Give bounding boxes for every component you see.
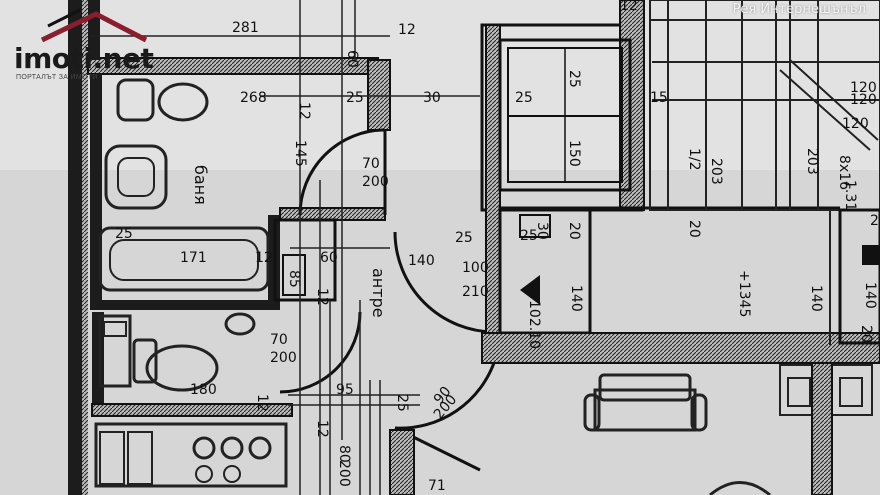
room-label-hall: антре: [369, 268, 388, 318]
dimension-label: 85: [286, 270, 302, 288]
agency-watermark: Рея Интернешънъл: [732, 2, 866, 17]
dimension-label: 71: [428, 478, 446, 494]
bathtub-fixture: [98, 226, 270, 292]
dimension-label: 20: [858, 325, 874, 343]
toilet-fixture: [145, 344, 219, 392]
dimension-label: 25: [515, 90, 533, 106]
logo-text: imoti.net: [14, 42, 154, 75]
dining-table: [583, 373, 771, 495]
dimension-label: 150: [566, 140, 582, 167]
outer-wall: [68, 0, 82, 495]
dimension-label: +1345: [736, 270, 752, 317]
door-swing: [298, 128, 386, 216]
dimension-label: 120: [850, 92, 877, 108]
dimension-label: 70: [270, 332, 288, 348]
dimension-label: 200: [362, 174, 389, 190]
dimension-label: 70: [362, 156, 380, 172]
dimension-label: 140: [408, 253, 435, 269]
dimension-label: 25: [566, 70, 582, 88]
wall: [485, 24, 501, 361]
dimension-label: 20: [686, 220, 702, 238]
dimension-label: 12: [255, 250, 273, 266]
dimension-label: 8x16: [836, 155, 852, 190]
door-swing: [394, 359, 497, 430]
dimension-label: 100: [462, 260, 489, 276]
staircase: [649, 0, 880, 345]
kitchen-counter: [94, 422, 288, 488]
toilet-fixture: [104, 144, 168, 210]
dimension-label: 12: [314, 288, 330, 306]
dimension-label: 25: [115, 226, 133, 242]
room-label-bath: баня: [191, 165, 210, 205]
dimension-label: 20: [566, 222, 582, 240]
dimension-label: 25: [346, 90, 364, 106]
dimension-label: 1.31: [842, 180, 858, 211]
dimension-label: 15: [650, 90, 668, 106]
dimension-label: 140: [862, 282, 878, 309]
dimension-label: 60: [344, 50, 360, 68]
dimension-label: 25: [520, 228, 538, 244]
dimension-label: 140: [808, 285, 824, 312]
sink-fixture: [157, 82, 209, 122]
dimension-label: 145: [292, 140, 308, 167]
dimension-label: 12: [398, 22, 416, 38]
dimension-label: 120: [850, 80, 877, 96]
dimension-label: 1/2: [686, 148, 702, 171]
dimension-label: 30: [423, 90, 441, 106]
dimension-label: 268: [240, 90, 267, 106]
dimension-label: 95: [336, 382, 354, 398]
dimension-label: 12: [620, 0, 638, 14]
dimension-label: 25: [394, 394, 410, 412]
dimension-label: 80: [336, 445, 352, 463]
logo-tagline: ПОРТАЛЪТ ЗА ИМОТИ: [16, 74, 98, 81]
dimension-label: 200: [270, 350, 297, 366]
elevator-shaft: [498, 38, 632, 192]
imoti-logo: imoti.net ПОРТАЛЪТ ЗА ИМОТИ: [6, 6, 176, 86]
dimension-label: 203: [708, 158, 724, 185]
dimension-label: 12: [296, 102, 312, 120]
dimension-label: 20: [870, 213, 880, 229]
dimension-label: 171: [180, 250, 207, 266]
door-swing: [279, 311, 362, 394]
house-roof-icon: [40, 8, 148, 43]
dimension-label: 25: [455, 230, 473, 246]
dimension-label: 200: [336, 460, 352, 487]
dimension-label: 30: [534, 222, 550, 240]
dimension-label: 60: [320, 250, 338, 266]
door-swing: [393, 231, 496, 334]
dimension-label: 281: [232, 20, 259, 36]
dimension-label: 203: [804, 148, 820, 175]
dimension-label: 210: [462, 284, 489, 300]
dimension-label: 180: [190, 382, 217, 398]
dimension-label: 12: [254, 394, 270, 412]
dimension-label: 140: [568, 285, 584, 312]
dimension-label: 12: [314, 420, 330, 438]
dimension-label: 102.10: [526, 300, 542, 349]
dimension-label: 120: [842, 116, 869, 132]
